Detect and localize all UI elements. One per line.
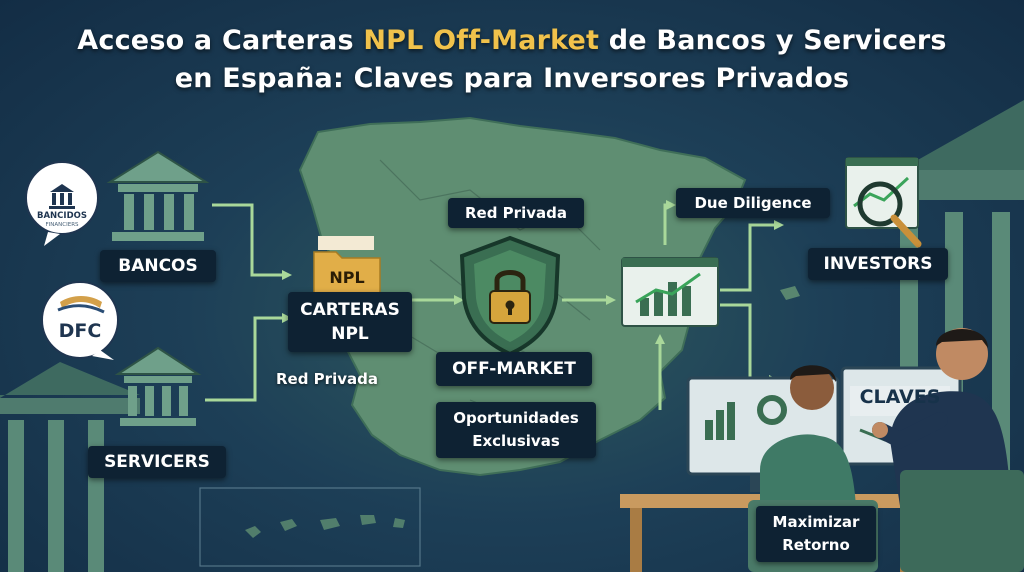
maximizar-retorno-label: Maximizar Retorno (756, 506, 876, 562)
servicers-label: SERVICERS (88, 446, 226, 478)
oportunidades-label: Oportunidades Exclusivas (436, 402, 596, 458)
dfc-logo-name: DFC (58, 320, 102, 342)
bancidos-logo-name: BANCIDOS (37, 211, 87, 221)
carteras-line-2: NPL (331, 324, 369, 344)
off-market-label: OFF-MARKET (436, 352, 592, 386)
carteras-npl-label: CARTERAS NPL (288, 292, 412, 352)
growth-chart-icon (621, 257, 719, 327)
servicer-bank-icon (114, 346, 202, 426)
investors-label: INVESTORS (808, 248, 948, 280)
oportunidades-line-1: Oportunidades (453, 409, 579, 427)
maximizar-line-2: Retorno (782, 536, 850, 554)
magnifier-chart-icon (845, 157, 922, 248)
title-line-1: Acceso a Carteras NPL Off-Market de Banc… (0, 22, 1024, 60)
due-diligence-label: Due Diligence (676, 188, 830, 218)
title-highlight: NPL Off-Market (363, 25, 600, 56)
bank-icon (106, 150, 210, 241)
title-part-a: Acceso a Carteras (77, 25, 364, 56)
carteras-line-1: CARTERAS (300, 300, 400, 320)
page-title: Acceso a Carteras NPL Off-Market de Banc… (0, 22, 1024, 98)
bancidos-logo (25, 161, 99, 246)
bancos-label: BANCOS (100, 250, 216, 282)
bancidos-logo-sub: FINANCIERS (45, 222, 79, 228)
title-part-b: de Bancos y Servicers (599, 25, 947, 56)
npl-folder-icon: NPL (313, 236, 381, 297)
dfc-logo (41, 281, 119, 360)
claves-screen-label: CLAVES (859, 386, 941, 408)
npl-folder-label: NPL (329, 268, 364, 287)
maximizar-line-1: Maximizar (772, 513, 860, 531)
red-privada-bottom-label: Red Privada (276, 370, 378, 388)
red-privada-top-label: Red Privada (448, 198, 584, 228)
left-building-illustration (0, 362, 140, 572)
oportunidades-line-2: Exclusivas (472, 432, 560, 450)
title-line-2: en España: Claves para Inversores Privad… (174, 63, 850, 94)
